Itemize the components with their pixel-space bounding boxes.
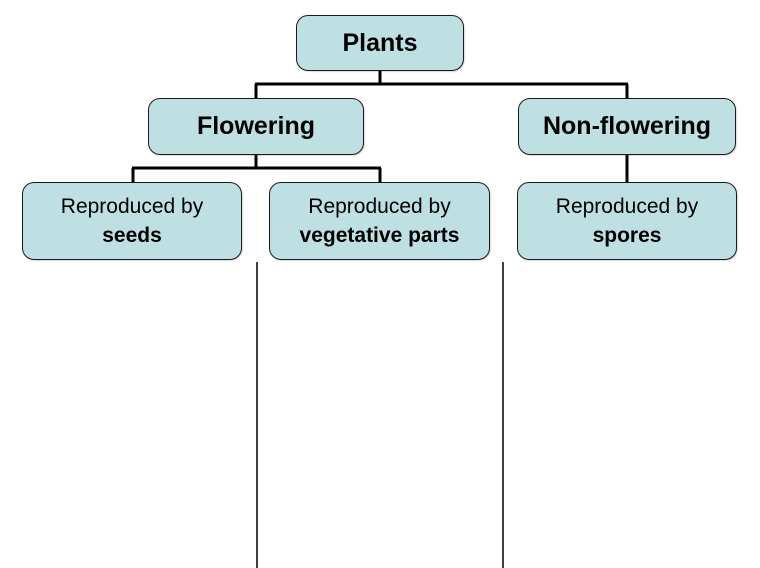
node-spores-line2: spores (592, 224, 662, 247)
node-flowering-label: Flowering (196, 112, 316, 140)
node-reproduced-by-vegetative-parts: Reproduced by vegetative parts (269, 182, 490, 260)
node-reproduced-by-seeds: Reproduced by seeds (22, 182, 242, 260)
node-vegetative-line1: Reproduced by (308, 195, 451, 218)
node-non-flowering: Non-flowering (518, 98, 736, 155)
node-plants-label: Plants (342, 28, 418, 57)
node-plants: Plants (296, 15, 464, 71)
node-flowering: Flowering (148, 98, 364, 155)
node-spores-line1: Reproduced by (555, 195, 699, 218)
node-reproduced-by-spores: Reproduced by spores (517, 182, 737, 260)
node-seeds-line1: Reproduced by (60, 195, 204, 218)
node-seeds-line2: seeds (102, 224, 162, 247)
node-vegetative-line2: vegetative parts (299, 224, 460, 247)
node-non-flowering-label: Non-flowering (542, 112, 712, 140)
